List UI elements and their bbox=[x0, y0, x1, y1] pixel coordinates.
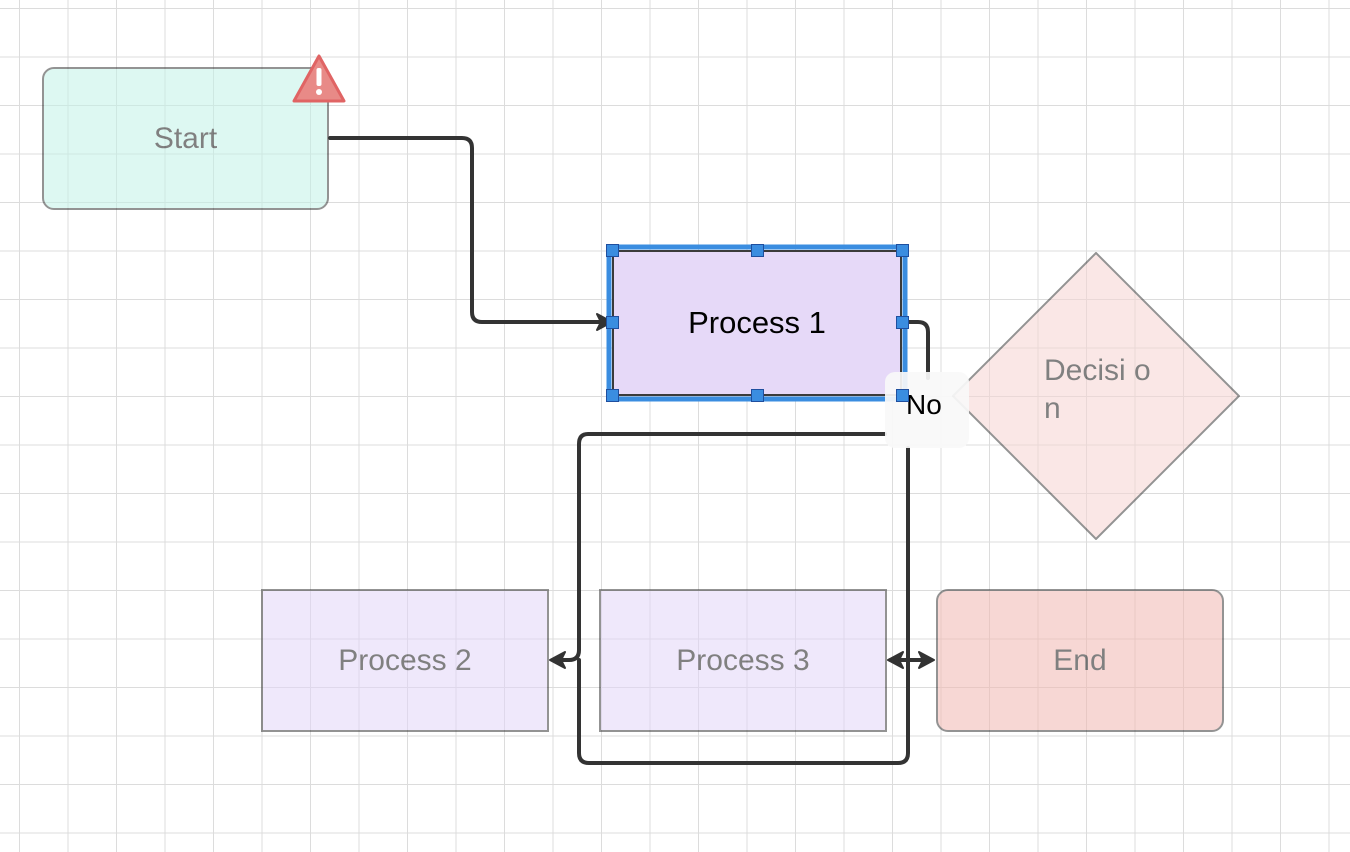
process2-node-label: Process 2 bbox=[338, 643, 472, 677]
end-node-label: End bbox=[1053, 643, 1107, 677]
edge-label-no[interactable]: No bbox=[885, 372, 969, 448]
resize-handle-s[interactable] bbox=[751, 389, 764, 402]
resize-handle-w[interactable] bbox=[606, 316, 619, 329]
process3-node-label: Process 3 bbox=[676, 643, 810, 677]
process3-node[interactable]: Process 3 bbox=[599, 589, 887, 732]
resize-handle-e[interactable] bbox=[896, 316, 909, 329]
arrowhead-icon bbox=[918, 651, 935, 669]
decision-diamond bbox=[952, 252, 1240, 540]
resize-handle-ne[interactable] bbox=[896, 244, 909, 257]
process2-node[interactable]: Process 2 bbox=[261, 589, 549, 732]
edge-no-to-process2[interactable] bbox=[551, 432, 887, 662]
process1-node[interactable]: Process 1 bbox=[612, 250, 902, 396]
edge-no-to-end[interactable] bbox=[906, 446, 933, 662]
resize-handle-se[interactable] bbox=[896, 389, 909, 402]
edge-loop-to-process3[interactable] bbox=[577, 658, 910, 765]
decision-node[interactable]: Decisi on bbox=[952, 252, 1240, 540]
resize-handle-nw[interactable] bbox=[606, 244, 619, 257]
edge-start-to-process1[interactable] bbox=[328, 136, 608, 324]
resize-handle-sw[interactable] bbox=[606, 389, 619, 402]
resize-handle-n[interactable] bbox=[751, 244, 764, 257]
arrowhead-icon bbox=[549, 651, 566, 669]
end-node[interactable]: End bbox=[936, 589, 1224, 732]
start-node-label: Start bbox=[153, 121, 218, 155]
arrowhead-icon bbox=[596, 313, 613, 331]
decision-node-label: Decisi on bbox=[1044, 354, 1151, 425]
warning-triangle-icon[interactable] bbox=[290, 52, 348, 106]
process1-node-label: Process 1 bbox=[688, 305, 826, 340]
edge-process1-to-decision[interactable] bbox=[901, 320, 930, 380]
start-node[interactable]: Start bbox=[42, 67, 329, 210]
arrowhead-icon bbox=[887, 651, 904, 669]
